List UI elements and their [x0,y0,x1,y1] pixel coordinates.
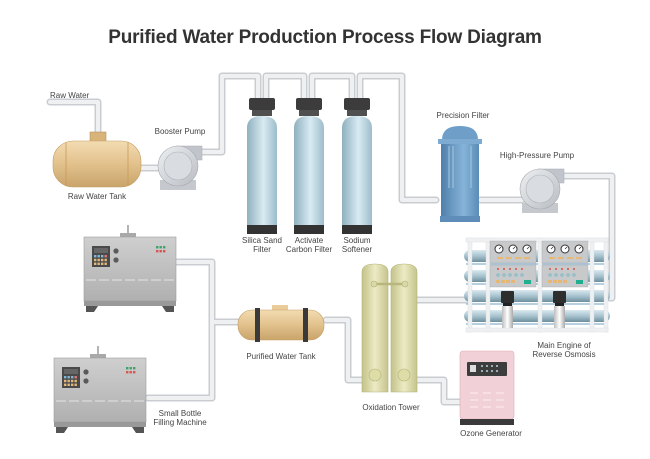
label-raw-water-tank: Raw Water Tank [68,192,127,201]
knob [113,257,119,263]
precision-filter[interactable] [438,126,482,222]
sodium-softener[interactable] [342,98,372,234]
pipe-oxidation-to-purified-tank [322,316,368,384]
label-high-pressure-pump: High-Pressure Pump [500,151,575,160]
label-booster-pump: Booster Pump [155,127,206,136]
membrane-housing [554,306,565,328]
frame-post [485,237,491,333]
label-sodium-softener-2: Softener [342,245,373,254]
machine-foot [162,306,174,312]
label-oxidation-tower: Oxidation Tower [362,403,420,412]
label-filling-machine-2: Filling Machine [153,418,207,427]
pipes [46,72,616,406]
labels: Raw Water Raw Water Tank Booster Pump Si… [50,91,596,438]
oxidation-tower[interactable] [361,263,418,393]
label-silica-sand-filter-1: Silica Sand [242,236,282,245]
knob [83,369,89,375]
frame-post [537,237,543,333]
label-ro-engine-2: Reverse Osmosis [532,350,595,359]
label-purified-water-tank: Purified Water Tank [246,352,316,361]
membrane-tube [464,290,610,302]
pipe-purified-tank-to-filling [172,258,244,326]
label-precision-filter: Precision Filter [437,111,490,120]
pipe-oxidation-to-ozone [408,376,466,406]
purified-water-tank[interactable] [237,305,325,342]
label-filling-machine-1: Small Bottle [159,409,202,418]
label-ozone-generator: Ozone Generator [460,429,522,438]
membrane-housing [502,306,513,328]
booster-pump[interactable] [157,145,203,190]
knob [113,248,119,254]
tank-body [52,140,142,188]
label-activate-carbon-filter-2: Carbon Filter [286,245,333,254]
filling-machine-1[interactable] [83,225,177,312]
label-raw-water: Raw Water [50,91,90,100]
pipe-filter2-to-filter3 [308,72,356,102]
frame-post [603,237,609,333]
frame-post [589,237,595,333]
pipe-filter1-to-filter2 [262,72,308,102]
raw-water-tank[interactable] [52,131,142,188]
label-ro-engine-1: Main Engine of [537,341,591,350]
frame-post [467,237,473,333]
filter-vessels [247,98,372,234]
pipe-filling-machine-2 [144,318,216,402]
high-pressure-pump[interactable] [519,168,565,213]
ozone-generator[interactable] [459,350,515,425]
knob [83,378,89,384]
activate-carbon-filter[interactable] [294,98,324,234]
membrane-housing-cap [501,291,514,303]
ro-main-engine[interactable] [464,237,610,333]
machine-foot [132,427,144,433]
silica-sand-filter[interactable] [247,98,277,234]
machine-foot [56,427,68,433]
diagram-title: Purified Water Production Process Flow D… [108,27,542,48]
tank-nozzle [89,131,107,143]
membrane-housing-cap [553,291,566,303]
filling-machine-2[interactable] [53,346,147,433]
pipe-raw-water-inlet [46,98,102,136]
machine-foot [86,306,98,312]
membrane-tube [464,310,610,322]
label-activate-carbon-filter-1: Activate [295,236,324,245]
label-silica-sand-filter-2: Filter [253,245,271,254]
label-sodium-softener-1: Sodium [343,236,370,245]
